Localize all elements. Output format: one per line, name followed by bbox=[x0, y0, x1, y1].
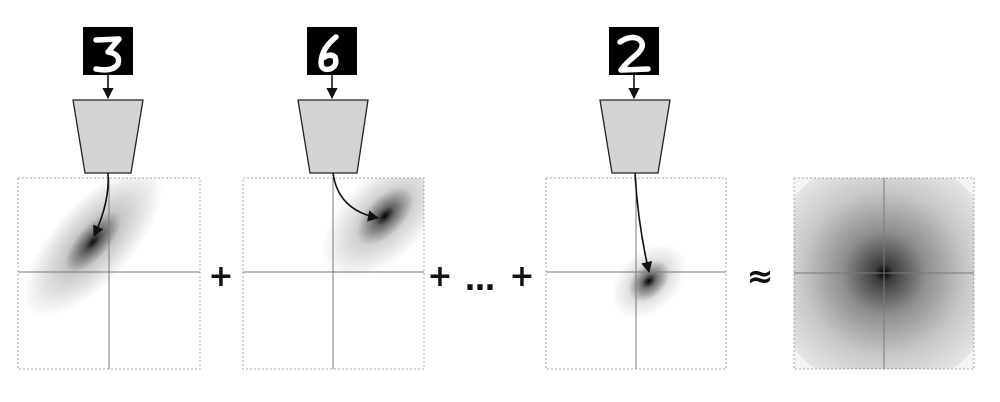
digit-label: 2 bbox=[0, 0, 1, 1]
latent-space-plot bbox=[242, 177, 425, 370]
encoder-trapezoid bbox=[297, 99, 369, 174]
latent-distribution bbox=[321, 178, 424, 280]
plus-operator-3: + bbox=[509, 259, 534, 294]
latent-space-plot bbox=[17, 177, 201, 370]
ellipsis: … bbox=[465, 263, 495, 298]
digit-label: 6 bbox=[0, 0, 1, 1]
panel-digit-6: 6 bbox=[0, 0, 425, 370]
latent-distribution bbox=[22, 178, 164, 318]
approx-operator: ≈ bbox=[747, 257, 774, 295]
encoder-trapezoid bbox=[72, 99, 144, 174]
panel-digit-2: 2 bbox=[0, 0, 727, 370]
latent-space-plot bbox=[545, 177, 727, 370]
plus-operator-2: + bbox=[427, 259, 452, 294]
encoding-arrow bbox=[93, 172, 110, 238]
panel-digit-3: 3 bbox=[0, 0, 201, 370]
digit-6-image: 6 bbox=[0, 0, 357, 75]
encoder-trapezoid bbox=[599, 99, 671, 174]
encoding-arrow bbox=[332, 172, 380, 222]
plus-operator-1: + bbox=[208, 259, 233, 294]
digit-2-image: 2 bbox=[0, 0, 659, 75]
digit-3-image: 3 bbox=[0, 0, 133, 75]
latent-distribution bbox=[611, 243, 687, 319]
digit-label: 3 bbox=[0, 0, 1, 1]
encoding-arrow bbox=[634, 172, 653, 274]
aggregate-latent-space-plot bbox=[793, 177, 975, 370]
